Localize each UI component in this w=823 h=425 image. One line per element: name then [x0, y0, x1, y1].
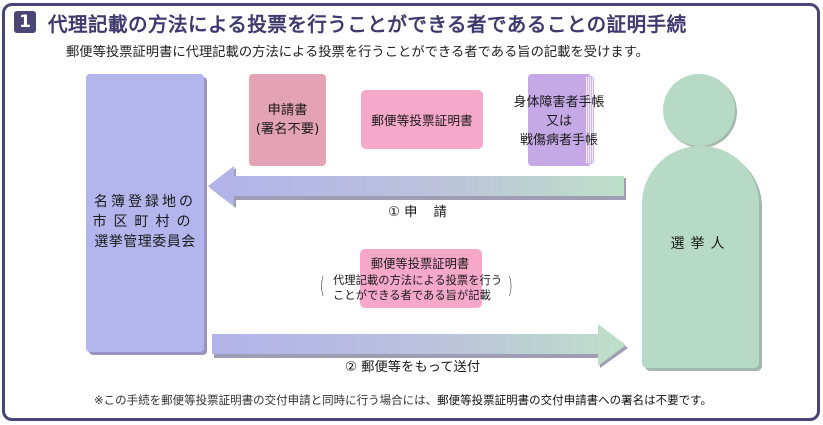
committee-line-2: 市区町村の [92, 214, 198, 230]
postal-voting-certificate-card: 郵便等投票証明書 [361, 90, 483, 149]
section-title: 代理記載の方法による投票を行うことができる者であることの証明手続 [48, 12, 687, 36]
note-line-1: 代理記載の方法による投票を行う [333, 274, 503, 287]
returned-certificate-card [360, 249, 482, 308]
voter-head-icon [663, 74, 735, 146]
step-1-label: ① 申請 [388, 201, 447, 220]
voter-figure: 選挙人 [642, 146, 759, 368]
handbook-pages-icon [586, 76, 594, 164]
step-1-text-a: 申 [404, 205, 418, 220]
open-paren: ( [319, 274, 325, 299]
close-paren: ) [507, 274, 513, 299]
step-2-label: ② 郵便等をもって送付 [345, 360, 481, 375]
step-1-marker: ① [388, 205, 400, 220]
footnote-prefix: ※この手続を郵便等投票証明書の交付申請と同時に行う場合には、 [94, 393, 438, 407]
committee-line-3: 選挙管理委員会 [94, 234, 196, 250]
election-committee-box: 名簿登録地の 市区町村の 選挙管理委員会 [86, 74, 204, 352]
footnote-emphasis: 郵便等投票証明書の交付申請書への署名は不要です。 [437, 393, 712, 407]
disability-handbook-card [528, 74, 590, 166]
application-form-card: 申請書 (署名不要) [249, 74, 326, 166]
returned-certificate-title: 郵便等投票証明書 [370, 257, 470, 271]
application-form-note: (署名不要) [255, 122, 320, 137]
footnote: ※この手続を郵便等投票証明書の交付申請と同時に行う場合には、郵便等投票証明書の交… [94, 392, 712, 408]
returned-certificate-note: 代理記載の方法による投票を行う ことができる者である旨が記載 [326, 273, 518, 303]
section-header: 1 代理記載の方法による投票を行うことができる者であることの証明手続 [14, 9, 687, 36]
application-form-title: 申請書 [267, 103, 308, 118]
step-1-text-b: 請 [433, 205, 447, 220]
section-subtitle: 郵便等投票証明書に代理記載の方法による投票を行うことができる者である旨の記載を受… [66, 45, 649, 60]
delivery-arrow-right [212, 322, 632, 368]
handbook-line-1: 身体障害者手帳 [513, 95, 605, 110]
disability-handbook-label: 身体障害者手帳 又は 戦傷病者手帳 [494, 93, 624, 150]
handbook-line-3: 戦傷病者手帳 [519, 133, 598, 148]
handbook-line-2: 又は [545, 114, 572, 129]
election-committee-label: 名簿登録地の 市区町村の 選挙管理委員会 [86, 192, 204, 252]
application-arrow-left [208, 164, 628, 208]
committee-line-1: 名簿登録地の [94, 194, 196, 210]
postal-voting-certificate-label: 郵便等投票証明書 [371, 113, 473, 128]
section-number-badge: 1 [14, 11, 36, 33]
note-line-2: ことができる者である旨が記載 [333, 289, 491, 302]
voter-label: 選挙人 [670, 236, 731, 252]
